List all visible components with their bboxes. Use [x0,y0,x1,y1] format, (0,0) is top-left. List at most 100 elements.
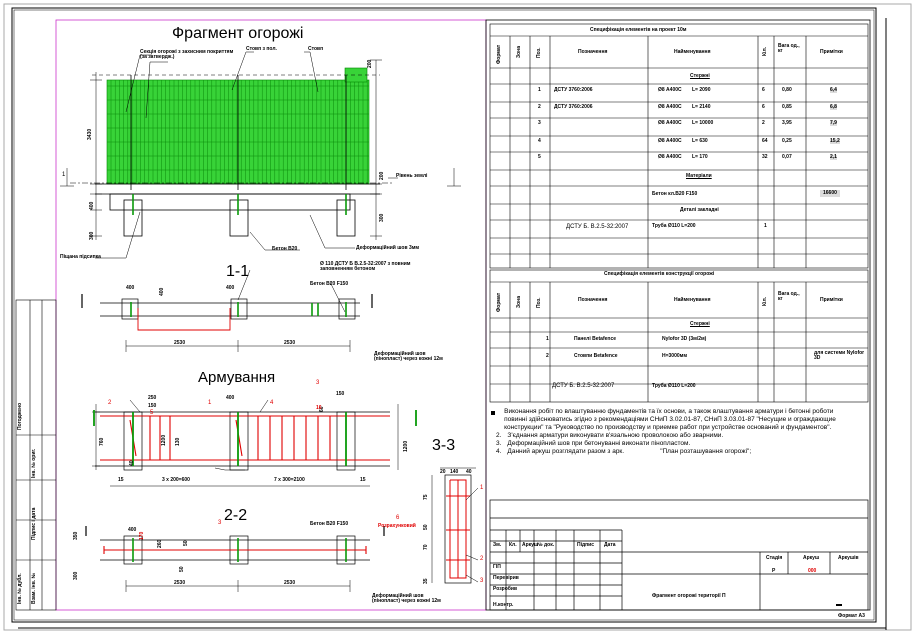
spec2-header-ref: Позначення [578,297,608,303]
callout-sand: Піщана підсипка [60,254,101,260]
spec1-row-pos: 3 [538,120,541,126]
dim-1200: 1200 [403,440,409,452]
spec1-row-length: L= 630 [692,138,708,144]
callout-concrete: Бетон В20 [272,246,298,252]
spec1-header-mass: Вага од., кг [778,43,800,54]
callout-post-top: Стовп з пол. [246,46,277,52]
dim-40: 40 [466,469,472,475]
dim-400: 400 [226,285,235,291]
note-item: Деформаційний шов при бетонуванні викона… [507,440,691,447]
spec2-header-format: Формат [496,292,502,312]
spec1-embedded-title: Деталі закладні [680,207,719,213]
dim-3430: 3430 [87,128,93,140]
spec1-row-length: L= 2090 [692,87,711,93]
tb-sheet-hdr: Аркуш [803,555,820,561]
dim-35: 35 [423,578,429,584]
tb-stage: Р [772,568,776,574]
section-2-2-label: 2-2 [224,507,248,524]
tb-format: Формат А3 [838,613,865,619]
sidebar-approved: Погоджено [17,402,23,430]
dim-130: 130 [175,437,181,446]
reinforcement-title: Армування [198,369,276,386]
dim-400: 400 [159,287,165,296]
spec1-material-name: Бетон кл.В20 F150 [652,191,698,197]
spec1-row-mass: 0,07 [782,154,792,160]
dim-760: 760 [99,437,105,446]
tb-col-sign: Підпис [577,542,595,548]
spec1-header-format: Формат [496,44,502,64]
dim-170: 170 [139,531,145,540]
spec2-row-ref: Стовпи Betafence [574,353,618,359]
spec1-material-note: 16600 [820,190,840,197]
spec1-row-ref: ДСТУ 3760:2006 [554,87,593,93]
tb-col-count: Кл. [509,542,517,548]
spec1-row-length: L= 2140 [692,104,711,110]
spec1-row-qty: 32 [762,154,768,160]
spec2-last-name: Труба Ø110 L=200 [652,383,696,389]
tb-drawing-name: Фрагмент огорожі території П [652,593,726,599]
callout-concrete-2-2: Бетон В20 F150 [310,521,349,527]
spec1-header-ref: Позначення [578,49,608,55]
spec2-last-ref: ДСТУ Б. В.2.5-32:2007 [552,383,615,389]
dim-3x200: 3 x 200=600 [162,477,190,483]
section-1-1-label: 1-1 [226,263,250,280]
spec1-header-qty: Кіл. [762,46,768,56]
pos-mark: 3 [480,578,484,584]
spec1-row-length: L= 170 [692,154,708,160]
spec2-row-name: H=3000мм [662,353,688,359]
tb-stage-hdr: Стадія [766,555,783,561]
dim-400: 400 [89,201,95,210]
tb-col-date: Дата [604,542,616,548]
spec1-row-name: Ø8 А400С [658,120,682,126]
note-item: Данний аркуш розглядати разом з арк. "Пл… [507,448,752,455]
spec1-row-mass: 3,95 [782,120,792,126]
spec1-embedded-name: Труба Ø110 L=200 [652,223,696,229]
pos-mark: 2 [480,556,484,562]
tb-role-developed: Розробив [493,586,518,592]
spec1-row-name: Ø8 А400С [658,138,682,144]
sidebar-stamp [15,299,57,611]
pos-mark: 1 [480,485,484,491]
callout-joint-1-1: Деформаційний шов (пінопласт) через кожн… [374,351,443,362]
sidebar-dup: Інв. № дубл. [17,573,23,604]
tb-col-change: Зм. [493,542,502,548]
spec1-title: Специфікація елементів на проект 10м [590,27,687,33]
spec1-row-qty: 6 [762,87,765,93]
callout-joint: Деформаційний шов 3мм [356,245,420,251]
spec2-header-qty: Кіл. [762,296,768,306]
tb-role-norm: Н.контр. [493,602,514,608]
spec2-header-note: Примітки [820,297,843,303]
dim-150: 150 [336,391,345,397]
spec1-row-ref: ДСТУ 3760:2006 [554,104,593,110]
fence-title: Фрагмент огорожі [172,25,304,42]
spec1-row-pos: 4 [538,138,541,144]
spec2-header-pos: Поз. [536,297,542,308]
dim-150: 150 [148,403,157,409]
tb-role-checked: Перевірив [493,575,519,581]
dim-400: 400 [128,527,137,533]
dim-2530: 2530 [284,580,296,586]
dim-40: 40 [129,460,135,466]
spec1-header-note: Примітки [820,49,843,55]
dim-200-r: 200 [379,171,385,180]
pos-mark: 5 [150,410,154,416]
pos-mark: 2 [108,400,112,406]
dim-400: 400 [126,285,135,291]
callout-panel: Секція огорожі з захисним покриттям (за … [140,49,234,60]
dim-15: 15 [118,477,124,483]
spec1-row-mass: 0,80 [782,87,792,93]
dim-15: 15 [360,477,366,483]
spec2-header-zone: Зона [516,296,522,308]
spec1-row-note: 15,2 [830,138,840,144]
callout-pipe: Ø 110 ДСТУ Б В.2.5-32:2007 з повним запо… [320,261,411,272]
spec1-row-pos: 5 [538,154,541,160]
title-block [489,499,869,611]
note-item: Виконання робіт по влаштуванню фундамент… [504,408,836,431]
pos-mark: 4 [270,400,274,406]
sidebar-sign-date: Підпис і дата [31,507,37,540]
tb-sheets-hdr: Аркушів [838,555,859,561]
spec1-embedded-qty: 1 [764,223,767,229]
spec1-row-pos: 2 [538,104,541,110]
spec1-row-mass: 0,25 [782,138,792,144]
